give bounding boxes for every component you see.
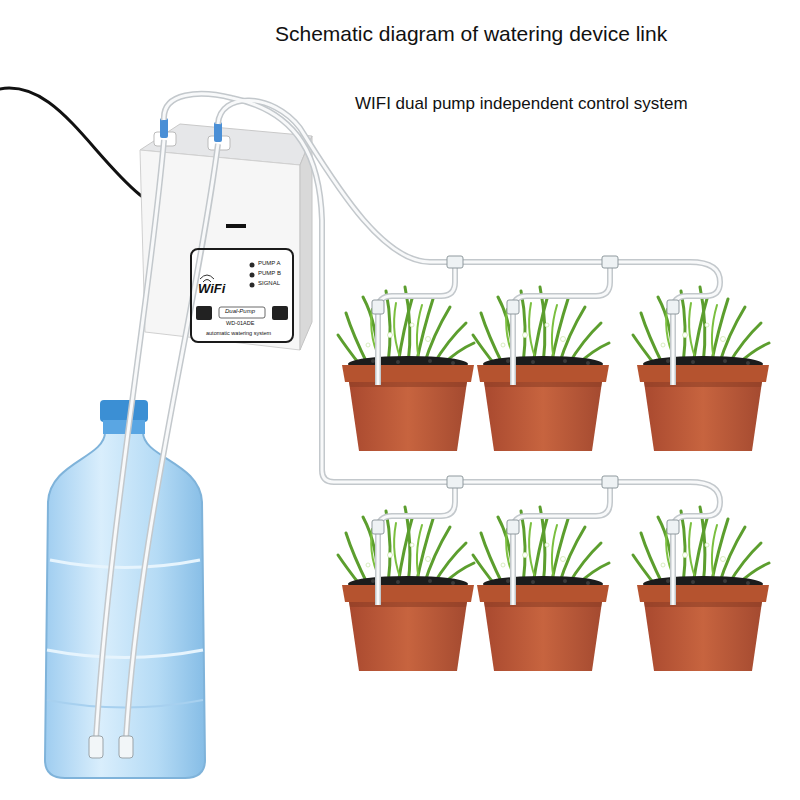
subtitle: WIFI dual pump independent control syste…	[355, 94, 688, 114]
delivery-tube	[164, 94, 720, 605]
model-label: Dual-Pump	[225, 308, 255, 315]
indicator-label: PUMP B	[258, 270, 281, 277]
control-panel: WiFi PUMP A PUMP B SIGNAL Dual-PumpWD-01ADE a…	[190, 248, 294, 343]
model-number: WD-01ADE	[226, 320, 254, 326]
indicator-label: PUMP A	[258, 260, 281, 267]
indicator-label: SIGNAL	[258, 280, 280, 287]
brand-label: WiFi	[198, 282, 225, 297]
product-label: automatic watering system	[206, 330, 271, 336]
tube-connector	[372, 256, 679, 534]
suction-tube	[89, 140, 218, 758]
delivery-tube-outline	[164, 94, 720, 605]
diagram-title: Schematic diagram of watering device lin…	[275, 22, 667, 46]
